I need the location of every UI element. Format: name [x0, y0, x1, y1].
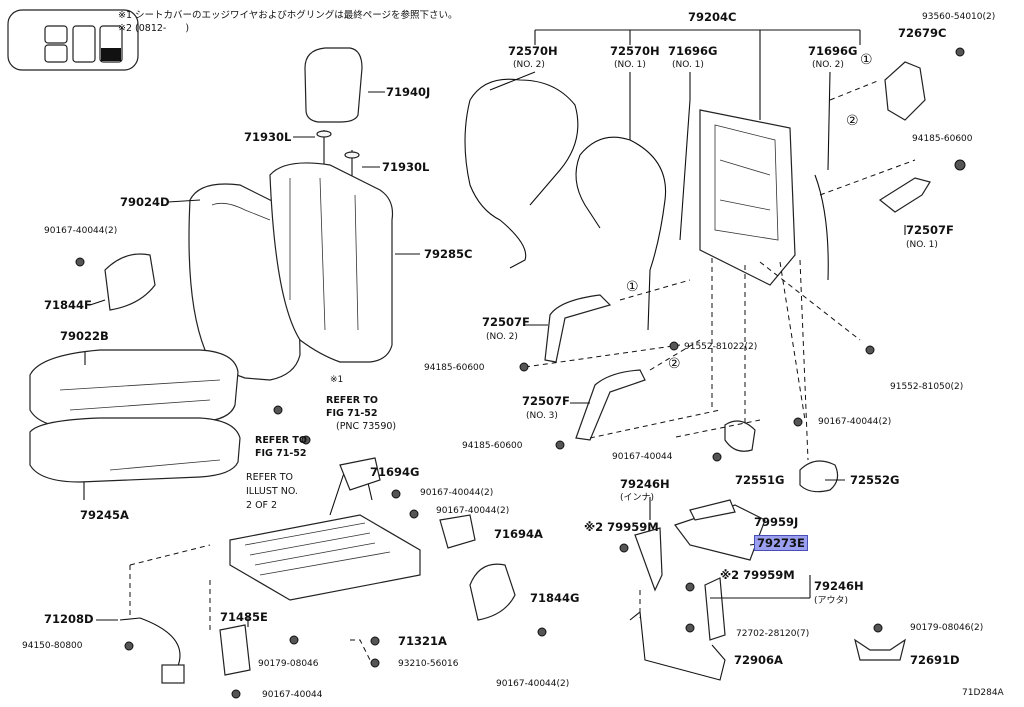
part-label-72570H-no2-sub: (NO. 2) [513, 60, 545, 70]
bolts [75, 47, 966, 699]
part-label-72507F-no3-sub: (NO. 3) [526, 411, 558, 421]
seat-frame-drawing [229, 469, 421, 601]
cables-drawing [464, 78, 667, 331]
note-mark-1: ※1 [330, 375, 344, 385]
part-label-79246H-outer-sub: (アウタ) [814, 596, 849, 606]
headrest-drawing [304, 47, 363, 185]
part-label-72507F-no3[interactable]: 72507F [522, 394, 570, 408]
part-label-71696G-no1[interactable]: 71696G [668, 44, 718, 58]
refer-fig-a-line1[interactable]: REFER TO [326, 395, 378, 406]
seatback-frame-drawing [679, 99, 829, 286]
part-label-72570H-no1[interactable]: 72570H [610, 44, 660, 58]
part-label-79245A[interactable]: 79245A [80, 508, 129, 522]
bracket-drawing [854, 638, 906, 661]
part-label-90167-c[interactable]: 90167-40044(2) [436, 506, 510, 516]
part-label-91552-81050[interactable]: 91552-81050(2) [890, 382, 964, 392]
part-label-90179-a[interactable]: 90179-08046 [258, 659, 319, 669]
part-label-72507F-no2[interactable]: 72507F [482, 315, 530, 329]
callout-2-top: ② [846, 113, 859, 129]
part-label-93210[interactable]: 93210-56016 [398, 659, 459, 669]
part-label-90167-g[interactable]: 90167-40044(2) [496, 679, 570, 689]
seatback-cover-drawing [188, 162, 394, 381]
refer-fig-a-line2[interactable]: FIG 71-52 [326, 408, 378, 419]
part-label-72691D[interactable]: 72691D [910, 653, 960, 667]
refer-illust-line1[interactable]: REFER TO [246, 472, 293, 483]
part-label-94150[interactable]: 94150-80800 [22, 641, 83, 651]
part-label-90167-b[interactable]: 90167-40044(2) [420, 488, 494, 498]
part-label-71208D[interactable]: 71208D [44, 612, 94, 626]
part-label-79022B[interactable]: 79022B [60, 329, 109, 343]
part-label-79273E-highlighted[interactable]: 79273E [754, 535, 808, 551]
part-label-91552-81022[interactable]: 91552-81022(2) [684, 342, 758, 352]
part-label-72570H-no1-sub: (NO. 1) [614, 60, 646, 70]
part-label-79959M-2[interactable]: ※2 79959M [720, 568, 795, 582]
callout-1-mid: ① [626, 279, 639, 295]
part-label-71930L-left[interactable]: 71930L [244, 130, 292, 144]
part-label-90167-d[interactable]: 90167-40044(2) [818, 417, 892, 427]
part-label-93560[interactable]: 93560-54010(2) [922, 12, 996, 22]
part-label-72679C[interactable]: 72679C [898, 26, 947, 40]
part-label-79204C[interactable]: 79204C [688, 10, 737, 24]
part-label-94185-low[interactable]: 94185-60600 [462, 441, 523, 451]
part-label-71844F[interactable]: 71844F [44, 298, 92, 312]
part-label-71321A[interactable]: 71321A [398, 634, 447, 648]
part-label-90179-b[interactable]: 90179-08046(2) [910, 623, 984, 633]
dashed-guides [129, 79, 916, 661]
slide-rails-drawing [629, 499, 766, 681]
part-label-71940J[interactable]: 71940J [386, 85, 431, 99]
cabin-layout-icon [7, 9, 139, 71]
part-label-90167-a[interactable]: 90167-40044(2) [44, 226, 118, 236]
refer-fig-a-line3: (PNC 73590) [336, 421, 397, 432]
part-label-71844G[interactable]: 71844G [530, 591, 580, 605]
callout-2-mid: ② [668, 356, 681, 372]
part-label-79959J[interactable]: 79959J [754, 515, 799, 529]
part-label-71694G[interactable]: 71694G [370, 465, 420, 479]
seat-cushion-drawing [29, 349, 241, 483]
part-label-79246H-outer[interactable]: 79246H [814, 579, 864, 593]
refer-fig-b-line1[interactable]: REFER TO [255, 435, 307, 446]
part-label-79285C[interactable]: 79285C [424, 247, 473, 261]
part-label-71696G-no2[interactable]: 71696G [808, 44, 858, 58]
levers-drawing [544, 177, 931, 441]
part-label-79246H-inner[interactable]: 79246H [620, 477, 670, 491]
part-label-72507F-no1[interactable]: 72507F [906, 223, 954, 237]
leader-lines [83, 29, 906, 627]
callout-1-top: ① [860, 52, 873, 68]
refer-illust-line2[interactable]: ILLUST NO. [246, 486, 298, 497]
refer-fig-b-line2[interactable]: FIG 71-52 [255, 448, 307, 459]
part-label-79959M-1[interactable]: ※2 79959M [584, 520, 659, 534]
part-label-72507F-no1-sub: (NO. 1) [906, 240, 938, 250]
part-label-72702[interactable]: 72702-28120(7) [736, 629, 810, 639]
part-label-71930L-right[interactable]: 71930L [382, 160, 430, 174]
part-label-90167-e[interactable]: 90167-40044 [612, 452, 673, 462]
part-label-72507F-no2-sub: (NO. 2) [486, 332, 518, 342]
part-label-72552G[interactable]: 72552G [850, 473, 900, 487]
part-label-79246H-inner-sub: (インナ) [620, 493, 655, 503]
note-2: ※2 (0812- ) [118, 23, 190, 34]
part-label-71485E[interactable]: 71485E [220, 610, 268, 624]
refer-illust-line3[interactable]: 2 OF 2 [246, 500, 278, 511]
lower-brackets-drawing [119, 617, 251, 684]
part-label-90167-f[interactable]: 90167-40044 [262, 690, 323, 700]
diagram-id: 71D284A [962, 688, 1004, 698]
part-label-94185-top[interactable]: 94185-60600 [912, 134, 973, 144]
part-label-71694A[interactable]: 71694A [494, 527, 543, 541]
part-label-72570H-no2[interactable]: 72570H [508, 44, 558, 58]
part-label-71696G-no2-sub: (NO. 2) [812, 60, 844, 70]
part-label-94185-mid[interactable]: 94185-60600 [424, 363, 485, 373]
side-covers-drawing [104, 61, 926, 621]
part-label-72551G[interactable]: 72551G [735, 473, 785, 487]
part-label-72906A[interactable]: 72906A [734, 653, 783, 667]
part-label-79024D[interactable]: 79024D [120, 195, 170, 209]
note-1: ※1 シートカバーのエッジワイヤおよびホグリングは最終ページを参照下さい。 [118, 10, 458, 21]
part-label-71696G-no1-sub: (NO. 1) [672, 60, 704, 70]
